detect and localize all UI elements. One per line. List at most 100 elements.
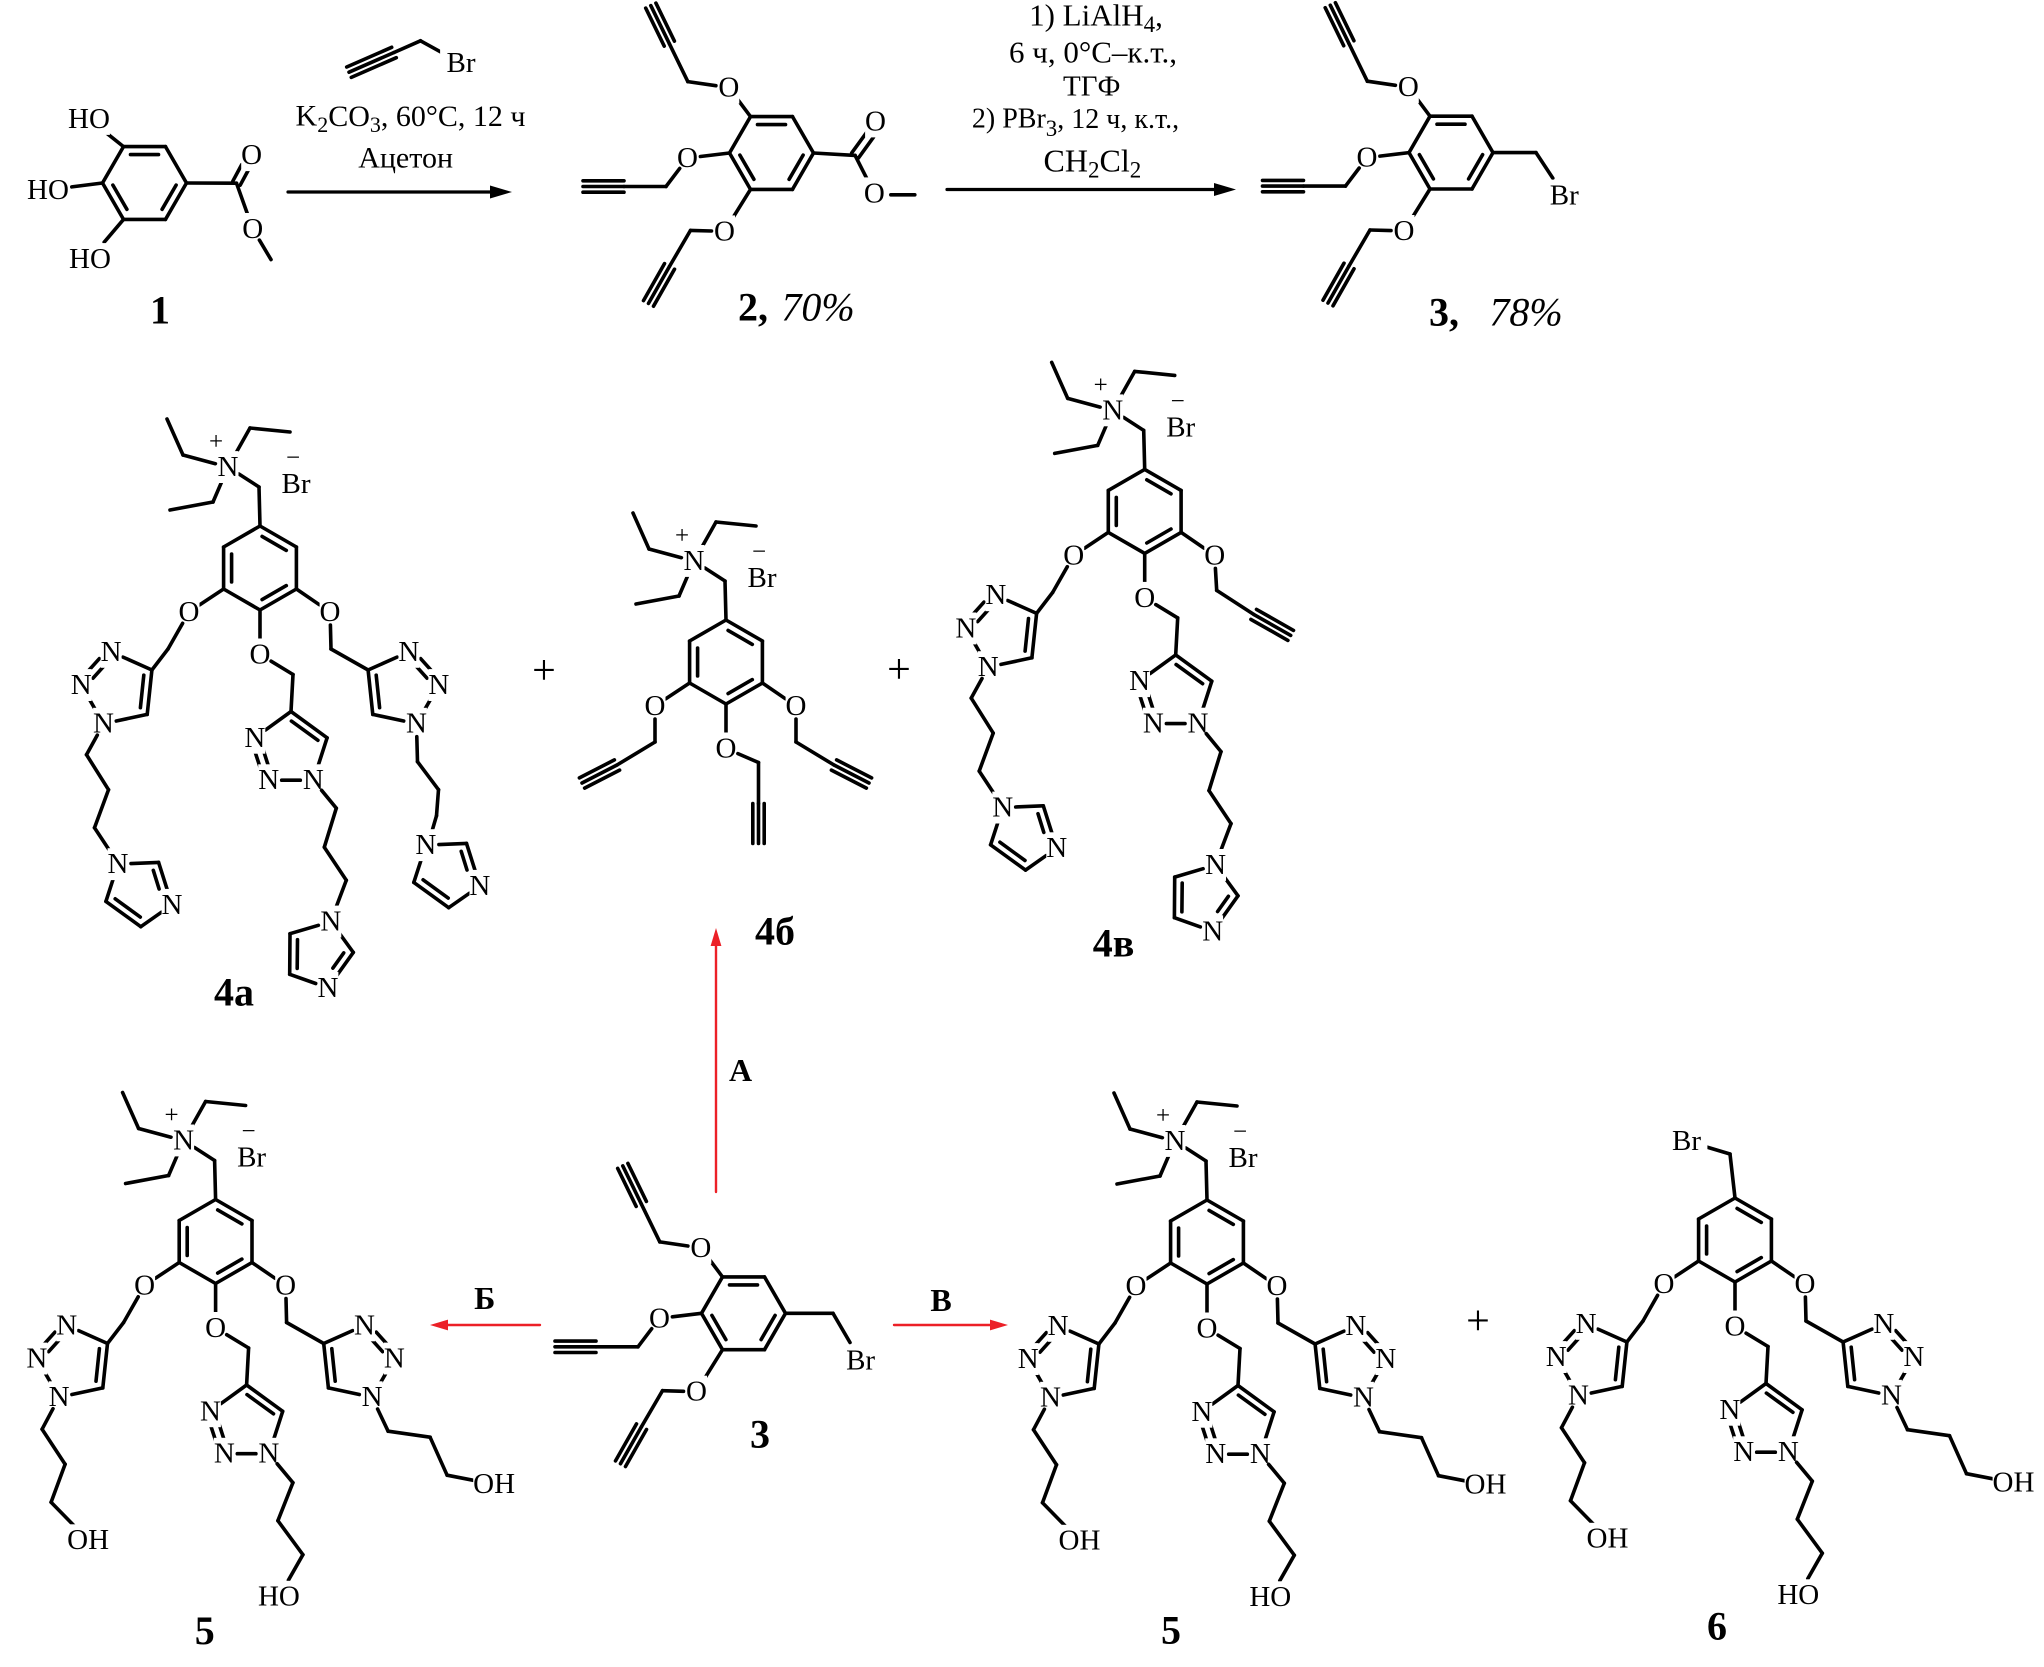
svg-text:4б: 4б xyxy=(755,909,795,954)
svg-text:N: N xyxy=(1129,665,1150,697)
svg-text:+: + xyxy=(675,523,689,550)
svg-text:O: O xyxy=(1204,539,1225,571)
svg-text:N: N xyxy=(26,1343,47,1375)
svg-text:N: N xyxy=(1165,1125,1186,1157)
svg-text:HO: HO xyxy=(1249,1581,1291,1613)
svg-text:O: O xyxy=(690,1232,711,1264)
svg-text:Br: Br xyxy=(748,562,777,594)
svg-text:1: 1 xyxy=(150,288,170,333)
svg-text:N: N xyxy=(384,1343,405,1375)
svg-text:N: N xyxy=(1191,1396,1212,1428)
svg-text:N: N xyxy=(1018,1343,1039,1375)
svg-text:78%: 78% xyxy=(1489,290,1562,335)
svg-text:OH: OH xyxy=(67,1524,109,1556)
svg-text:+: + xyxy=(165,1102,179,1129)
svg-text:O: O xyxy=(1398,71,1419,103)
svg-text:4a: 4a xyxy=(214,970,254,1015)
svg-text:+: + xyxy=(532,648,556,694)
svg-text:70%: 70% xyxy=(781,285,854,330)
svg-text:+: + xyxy=(209,429,223,456)
svg-text:N: N xyxy=(415,829,436,861)
svg-text:В: В xyxy=(930,1282,951,1318)
svg-text:N: N xyxy=(985,579,1006,611)
svg-text:Br: Br xyxy=(1229,1142,1258,1174)
svg-text:N: N xyxy=(1143,708,1164,740)
svg-text:N: N xyxy=(200,1395,221,1427)
svg-text:N: N xyxy=(428,669,449,701)
svg-text:А: А xyxy=(729,1052,752,1088)
svg-text:O: O xyxy=(1725,1311,1746,1343)
svg-text:Br: Br xyxy=(447,47,476,79)
svg-text:N: N xyxy=(1576,1308,1597,1340)
svg-text:N: N xyxy=(992,792,1013,824)
svg-text:HO: HO xyxy=(258,1581,300,1613)
svg-text:N: N xyxy=(71,669,92,701)
svg-text:N: N xyxy=(406,708,427,740)
svg-text:N: N xyxy=(354,1309,375,1341)
svg-text:6 ч, 0°C–к.т.,: 6 ч, 0°C–к.т., xyxy=(1009,35,1177,70)
svg-text:N: N xyxy=(318,972,339,1004)
svg-text:+: + xyxy=(887,647,911,693)
svg-text:OH: OH xyxy=(1587,1523,1629,1555)
svg-text:O: O xyxy=(716,733,737,765)
svg-text:N: N xyxy=(1345,1310,1366,1342)
svg-text:N: N xyxy=(108,848,129,880)
svg-text:N: N xyxy=(1903,1341,1924,1373)
svg-text:Б: Б xyxy=(474,1280,495,1316)
svg-text:N: N xyxy=(1102,394,1123,426)
svg-text:O: O xyxy=(714,215,735,247)
svg-text:−: − xyxy=(286,445,300,472)
svg-text:N: N xyxy=(101,636,122,668)
svg-text:6: 6 xyxy=(1707,1604,1727,1649)
svg-text:+: + xyxy=(1094,372,1108,399)
svg-text:N: N xyxy=(1353,1382,1374,1414)
svg-text:HO: HO xyxy=(69,243,111,275)
svg-text:N: N xyxy=(955,612,976,644)
svg-text:N: N xyxy=(469,870,490,902)
svg-text:2,: 2, xyxy=(738,285,768,330)
svg-text:ТГФ: ТГФ xyxy=(1063,71,1120,103)
svg-text:O: O xyxy=(1267,1270,1288,1302)
svg-text:−: − xyxy=(1233,1119,1247,1146)
svg-text:3: 3 xyxy=(750,1412,770,1457)
svg-text:N: N xyxy=(320,906,341,938)
svg-text:N: N xyxy=(1205,1438,1226,1470)
svg-text:N: N xyxy=(214,1438,235,1470)
svg-text:3,: 3, xyxy=(1429,290,1459,335)
svg-text:O: O xyxy=(1134,582,1155,614)
svg-text:O: O xyxy=(241,139,262,171)
svg-text:N: N xyxy=(1046,832,1067,864)
svg-text:OH: OH xyxy=(1059,1525,1101,1557)
svg-text:N: N xyxy=(173,1125,194,1157)
svg-text:HO: HO xyxy=(68,103,110,135)
svg-text:OH: OH xyxy=(1465,1469,1507,1501)
svg-text:HO: HO xyxy=(1777,1579,1819,1611)
svg-text:N: N xyxy=(1733,1436,1754,1468)
svg-text:N: N xyxy=(1546,1341,1567,1373)
svg-text:N: N xyxy=(1881,1380,1902,1412)
svg-text:O: O xyxy=(865,105,886,137)
svg-text:N: N xyxy=(362,1381,383,1413)
svg-text:Br: Br xyxy=(1166,411,1195,443)
svg-text:N: N xyxy=(684,545,705,577)
svg-text:OH: OH xyxy=(473,1468,515,1500)
svg-text:+: + xyxy=(1466,1299,1490,1345)
svg-text:−: − xyxy=(752,539,766,566)
svg-text:O: O xyxy=(205,1312,226,1344)
svg-text:+: + xyxy=(1156,1103,1170,1130)
svg-text:N: N xyxy=(162,889,183,921)
svg-text:HO: HO xyxy=(27,174,69,206)
svg-text:O: O xyxy=(250,639,271,671)
svg-text:Br: Br xyxy=(237,1142,266,1174)
svg-text:−: − xyxy=(1171,388,1185,415)
svg-text:Br: Br xyxy=(1550,180,1579,212)
svg-text:OH: OH xyxy=(1993,1467,2035,1499)
svg-text:4в: 4в xyxy=(1093,921,1135,966)
svg-text:O: O xyxy=(320,596,341,628)
svg-text:K2CO3, 60°C, 12 ч: K2CO3, 60°C, 12 ч xyxy=(296,100,526,137)
svg-text:5: 5 xyxy=(1161,1608,1181,1653)
svg-text:O: O xyxy=(275,1270,296,1302)
svg-text:1) LiAlH4,: 1) LiAlH4, xyxy=(1029,0,1163,37)
svg-text:N: N xyxy=(56,1309,77,1341)
svg-text:N: N xyxy=(1048,1310,1069,1342)
